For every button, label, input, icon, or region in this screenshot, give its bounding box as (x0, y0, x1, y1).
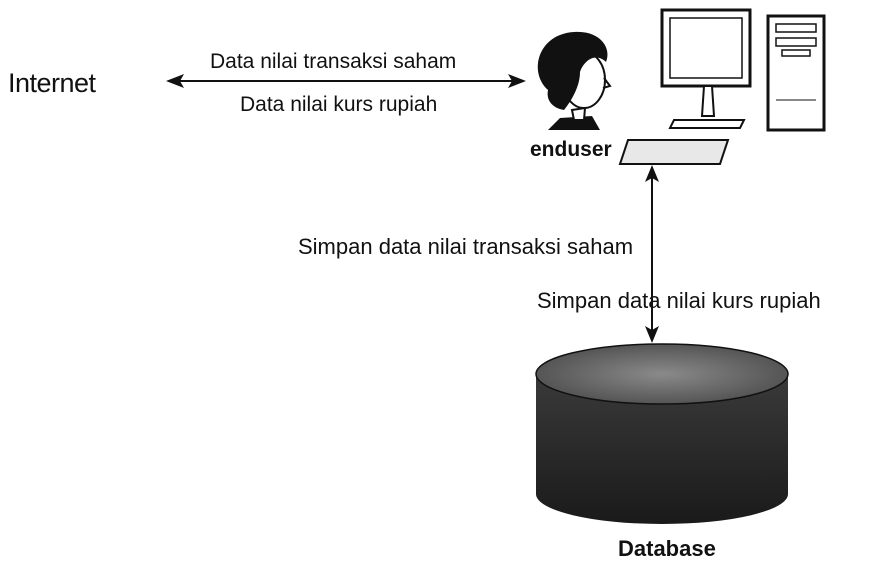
person-icon (537, 31, 612, 130)
edge-label-transaksi: Data nilai transaksi saham (210, 50, 457, 73)
computer-icon (618, 8, 826, 165)
edge-label-simpan-kurs: Simpan data nilai kurs rupiah (537, 288, 821, 313)
arrow-internet-enduser (166, 74, 526, 88)
internet-label: Internet (8, 68, 96, 98)
arrow-enduser-database (645, 165, 659, 343)
database-label: Database (618, 536, 716, 561)
enduser-label: enduser (530, 138, 612, 161)
edge-label-simpan-transaksi: Simpan data nilai transaksi saham (298, 234, 634, 259)
database-cylinder-icon (535, 343, 789, 524)
edge-label-kurs: Data nilai kurs rupiah (240, 93, 438, 116)
